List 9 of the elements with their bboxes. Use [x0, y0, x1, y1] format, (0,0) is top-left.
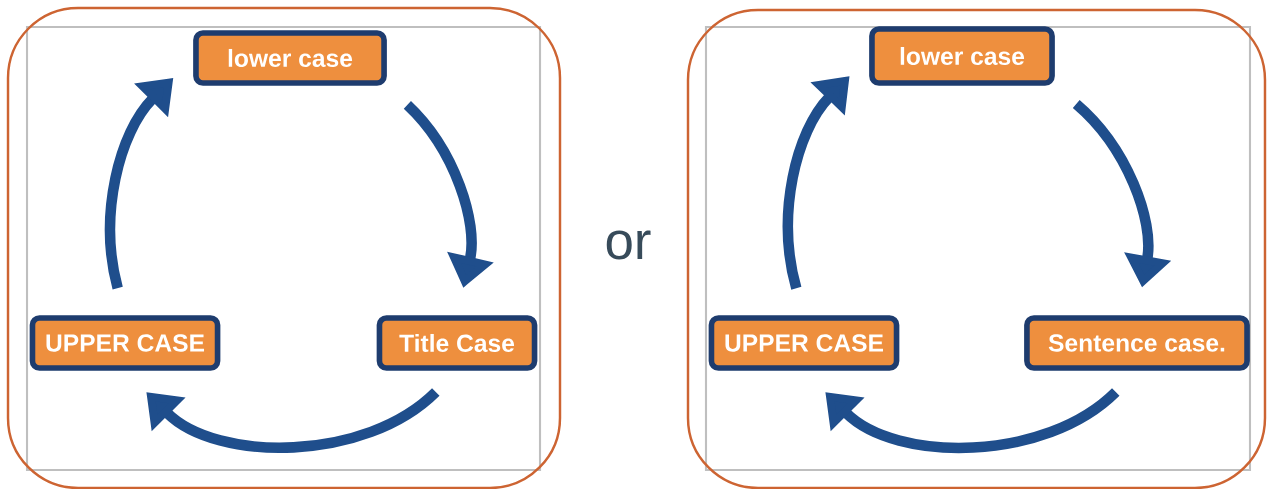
case-box: UPPER CASE	[708, 315, 900, 371]
case-box: Sentence case.	[1024, 315, 1250, 371]
case-box: UPPER CASE	[29, 315, 221, 371]
separator-word: or	[606, 230, 651, 260]
frame	[686, 8, 1267, 489]
case-box: Title Case	[376, 315, 538, 371]
frame	[6, 6, 562, 489]
case-box: lower case	[193, 30, 387, 86]
case-box: lower case	[869, 26, 1055, 86]
